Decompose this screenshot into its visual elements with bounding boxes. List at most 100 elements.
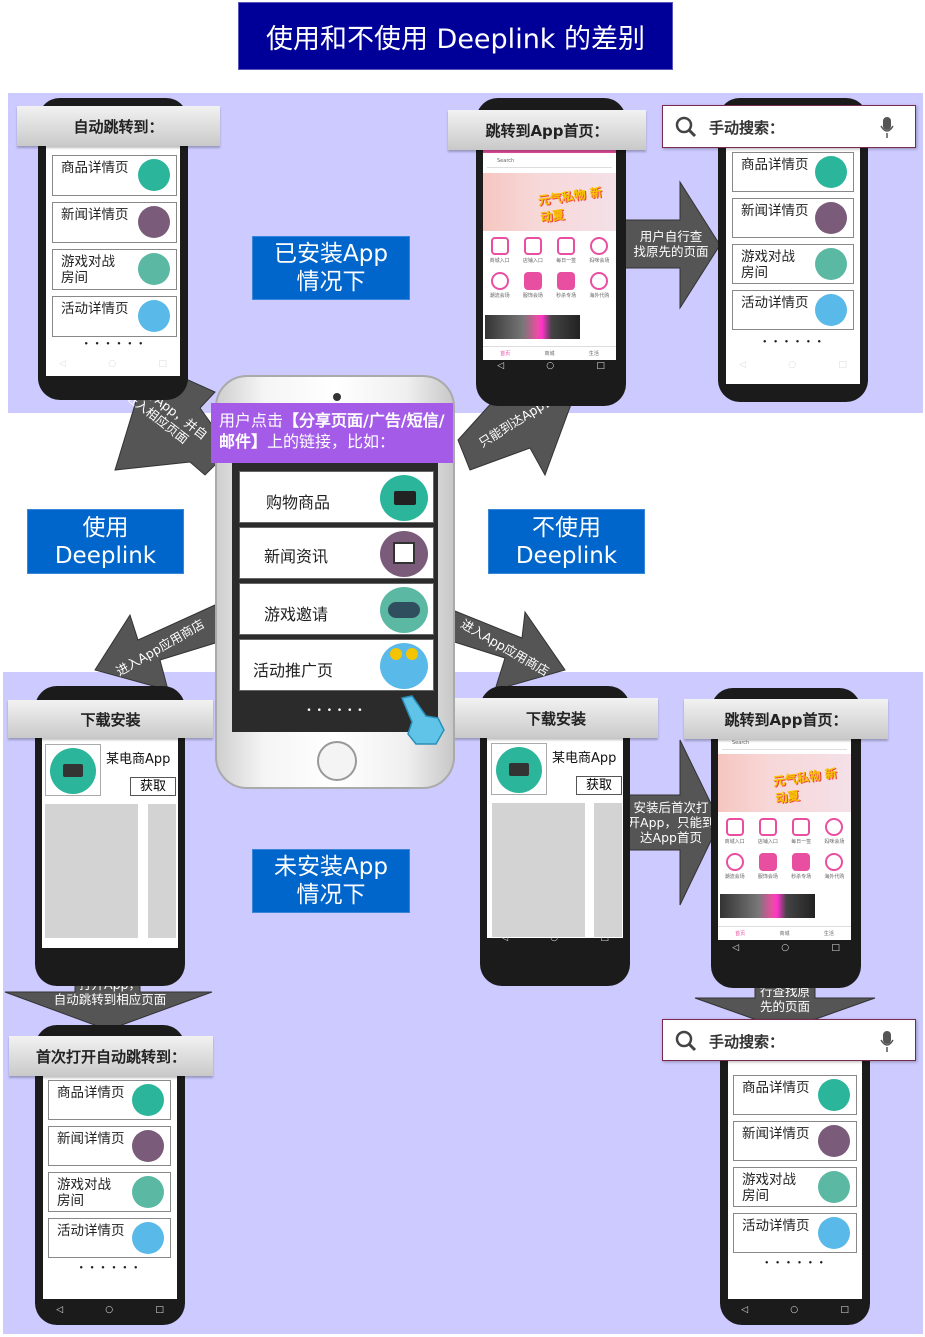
grid-item[interactable]: 店铺入口 <box>751 816 784 851</box>
detail-list-item[interactable]: 游戏对战 房间 <box>733 1167 857 1207</box>
arrow-to-store-right <box>439 604 566 691</box>
detail-list-item[interactable]: 游戏对战 房间 <box>732 244 854 284</box>
app-name: 某电商App <box>552 751 617 766</box>
grid-item[interactable]: 妈咪会场 <box>583 235 616 270</box>
detail-item-label: 新闻详情页 <box>61 207 129 223</box>
shopping-cart-icon <box>815 156 847 188</box>
tab-auto-jump: 自动跳转到： <box>17 106 220 146</box>
center-item-shopping[interactable]: 购物商品 <box>239 471 434 523</box>
grid-item[interactable]: 每日一签 <box>785 816 818 851</box>
icon-grid: 商城入口 店铺入口 每日一签 妈咪会场 潮流会场 服饰会场 秒杀专场 海外代购 <box>483 235 616 305</box>
grid-item[interactable]: 商城入口 <box>718 816 751 851</box>
bottom-nav: 首页 商城 生活 <box>718 926 851 940</box>
detail-item-label: 活动详情页 <box>57 1223 125 1239</box>
microphone-icon[interactable] <box>879 1030 895 1054</box>
grid-item[interactable]: 潮流会场 <box>718 851 751 886</box>
detail-list-item[interactable]: 新闻详情页 <box>732 198 854 238</box>
detail-list-item[interactable]: 游戏对战 房间 <box>52 249 177 290</box>
search-label: 手动搜索： <box>709 1033 785 1051</box>
tap-hand-icon <box>400 695 445 745</box>
gamepad-icon <box>815 248 847 280</box>
icon-grid: 商城入口 店铺入口 每日一签 妈咪会场 潮流会场 服饰会场 秒杀专场 海外代购 <box>718 816 851 886</box>
arrow-to-store-left <box>94 604 226 691</box>
detail-list-item[interactable]: 活动详情页 <box>48 1218 171 1258</box>
grid-item[interactable]: 妈咪会场 <box>818 816 851 851</box>
promo-strip <box>485 315 580 339</box>
detail-list-item[interactable]: 新闻详情页 <box>52 202 177 243</box>
list-dots: • • • • • • <box>78 1264 141 1272</box>
list-dots: • • • • • • <box>762 338 824 346</box>
center-item-game[interactable]: 游戏邀请 <box>239 583 434 635</box>
nav-bar: ◁○□ <box>59 359 167 369</box>
screenshot-preview <box>492 803 585 937</box>
tab-jump-home-bottom: 跳转到App首页： <box>684 699 888 739</box>
detail-list-item[interactable]: 商品详情页 <box>733 1075 857 1115</box>
get-button[interactable]: 获取 <box>130 777 176 796</box>
coin-hand-icon <box>815 294 847 326</box>
search-bar-top[interactable]: 手动搜索： <box>662 105 916 148</box>
detail-item-label: 商品详情页 <box>742 1080 810 1096</box>
search-bar-bottom[interactable]: 手动搜索： <box>662 1019 916 1061</box>
grid-item[interactable]: 服饰会场 <box>516 270 549 305</box>
mini-search[interactable]: Search <box>487 158 612 168</box>
nav-bar: ◁○□ <box>497 361 605 371</box>
grid-item[interactable]: 每日一签 <box>550 235 583 270</box>
microphone-icon[interactable] <box>879 116 895 140</box>
nav-bar: ◁○□ <box>501 933 609 943</box>
tag-no-deeplink: 不使用 Deeplink <box>488 509 645 574</box>
news-icon <box>815 202 847 234</box>
arrow-install-first-home-text: 安装后首次打 开App，只能到 达App首页 <box>627 800 715 845</box>
center-item-news[interactable]: 新闻资讯 <box>239 527 434 579</box>
detail-list-item[interactable]: 活动详情页 <box>732 290 854 330</box>
arrow-install-first-home <box>624 739 721 906</box>
nav-mall[interactable]: 商城 <box>779 931 790 937</box>
tab-first-open: 首次打开自动跳转到： <box>9 1036 213 1076</box>
detail-list-item[interactable]: 商品详情页 <box>48 1080 171 1120</box>
grid-item[interactable]: 秒杀专场 <box>785 851 818 886</box>
detail-item-label: 游戏对战 房间 <box>741 249 795 281</box>
promo-strip <box>720 894 815 918</box>
nav-life[interactable]: 生活 <box>588 351 599 357</box>
coin-hand-icon <box>818 1217 850 1249</box>
detail-list-item[interactable]: 新闻详情页 <box>733 1121 857 1161</box>
detail-list-item[interactable]: 活动详情页 <box>733 1213 857 1253</box>
nav-mall[interactable]: 商城 <box>544 351 555 357</box>
nav-life[interactable]: 生活 <box>823 931 834 937</box>
nav-bar: ◁○□ <box>741 1305 849 1315</box>
nav-home[interactable]: 首页 <box>500 351 511 357</box>
shopping-cart-icon <box>138 159 170 191</box>
gamepad-icon <box>138 253 170 285</box>
banner-text: 元气私物 新动夏 <box>537 185 603 225</box>
app-icon-box <box>491 743 547 795</box>
coin-hand-icon <box>138 300 170 332</box>
detail-list-item[interactable]: 商品详情页 <box>52 155 177 196</box>
grid-item[interactable]: 商城入口 <box>483 235 516 270</box>
mini-search[interactable]: Search <box>722 740 847 750</box>
store-listing-right: 某电商App 获取 <box>490 741 624 937</box>
gamepad-icon <box>818 1171 850 1203</box>
center-item-label: 购物商品 <box>266 493 331 512</box>
grid-item[interactable]: 潮流会场 <box>483 270 516 305</box>
grid-item[interactable]: 海外代购 <box>818 851 851 886</box>
detail-item-label: 新闻详情页 <box>742 1126 810 1142</box>
grid-item[interactable]: 服饰会场 <box>751 851 784 886</box>
detail-list-item[interactable]: 活动详情页 <box>52 296 177 337</box>
get-button[interactable]: 获取 <box>576 776 622 795</box>
nav-bar: ◁○□ <box>56 1305 164 1315</box>
nav-home[interactable]: 首页 <box>735 931 746 937</box>
tab-download-right: 下载安装 <box>454 698 658 738</box>
detail-list-item[interactable]: 新闻详情页 <box>48 1126 171 1166</box>
home-button[interactable] <box>317 741 357 781</box>
grid-item[interactable]: 秒杀专场 <box>550 270 583 305</box>
center-item-label: 活动推广页 <box>253 661 334 680</box>
grid-item[interactable]: 海外代购 <box>583 270 616 305</box>
detail-item-label: 游戏对战 房间 <box>61 254 115 286</box>
detail-list-item[interactable]: 商品详情页 <box>732 152 854 192</box>
banner: 元气私物 新动夏 <box>718 754 851 812</box>
arrow-user-find-top-text: 用户自行查 找原先的页面 <box>633 229 709 259</box>
gamepad-icon <box>132 1176 164 1208</box>
app-name: 某电商App <box>106 752 171 767</box>
detail-list-item[interactable]: 游戏对战 房间 <box>48 1172 171 1212</box>
grid-item[interactable]: 店铺入口 <box>516 235 549 270</box>
center-item-event[interactable]: 活动推广页 <box>239 639 434 691</box>
